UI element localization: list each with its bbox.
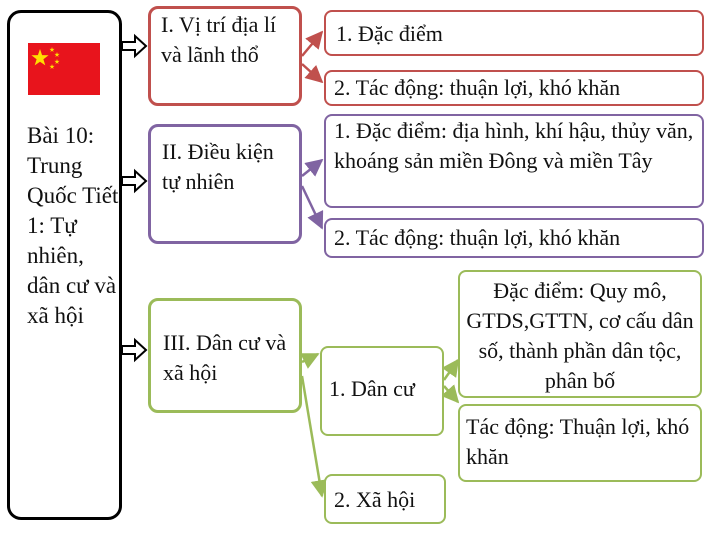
xa-hoi-box: 2. Xã hội — [324, 474, 446, 524]
dan-cu-dac-diem-box: Đặc điểm: Quy mô, GTDS,GTTN, cơ cấu dân … — [458, 270, 702, 398]
dan-cu-dac-diem-text: Đặc điểm: Quy mô, GTDS,GTTN, cơ cấu dân … — [466, 278, 694, 393]
section3-label: III. Dân cư và xã hội — [163, 330, 287, 385]
section1-to-dac-diem-link — [301, 30, 324, 57]
section1-label: I. Vị trí địa lí và lãnh thổ — [161, 12, 277, 67]
section2-dac-diem-box: 1. Đặc điểm: địa hình, khí hậu, thủy văn… — [324, 114, 704, 208]
section1-to-tac-dong-link — [301, 63, 324, 84]
dan-cu-text: 1. Dân cư — [329, 376, 415, 401]
section2-dac-diem-text: 1. Đặc điểm: địa hình, khí hậu, thủy văn… — [334, 118, 694, 173]
section2-box: II. Điều kiện tự nhiên — [148, 124, 302, 244]
main-to-section3-arrow — [121, 337, 148, 363]
section1-tac-dong-text: 2. Tác động: thuận lợi, khó khăn — [334, 75, 621, 100]
section2-to-tac-dong-link — [300, 185, 324, 230]
section1-dac-diem-text: 1. Đặc điểm — [336, 21, 443, 46]
main-to-section1-arrow — [121, 33, 148, 59]
dan-cu-tac-dong-box: Tác động: Thuận lợi, khó khăn — [458, 404, 702, 482]
section2-tac-dong-text: 2. Tác động: thuận lợi, khó khăn — [334, 225, 621, 250]
section2-to-dac-diem-link — [301, 158, 324, 177]
main-to-section2-arrow — [121, 168, 148, 194]
main-title: Bài 10: Trung Quốc Tiết 1: Tự nhiên, dân… — [27, 123, 119, 328]
dan-cu-to-dac-diem-link — [441, 358, 460, 381]
section3-to-dan-cu-link — [299, 352, 320, 369]
section2-label: II. Điều kiện tự nhiên — [162, 139, 274, 194]
section1-box: I. Vị trí địa lí và lãnh thổ — [148, 6, 302, 106]
section3-box: III. Dân cư và xã hội — [148, 298, 302, 413]
section3-to-xa-hoi-link — [300, 375, 329, 498]
section2-tac-dong-box: 2. Tác động: thuận lợi, khó khăn — [324, 218, 704, 258]
xa-hoi-text: 2. Xã hội — [334, 487, 416, 512]
dan-cu-box: 1. Dân cư — [320, 346, 444, 436]
dan-cu-to-tac-dong-link — [441, 384, 460, 404]
china-flag-icon — [28, 43, 100, 95]
main-title-box: Bài 10: Trung Quốc Tiết 1: Tự nhiên, dân… — [7, 10, 122, 520]
section1-tac-dong-box: 2. Tác động: thuận lợi, khó khăn — [324, 70, 704, 106]
section1-dac-diem-box: 1. Đặc điểm — [324, 10, 704, 56]
dan-cu-tac-dong-text: Tác động: Thuận lợi, khó khăn — [466, 414, 690, 469]
